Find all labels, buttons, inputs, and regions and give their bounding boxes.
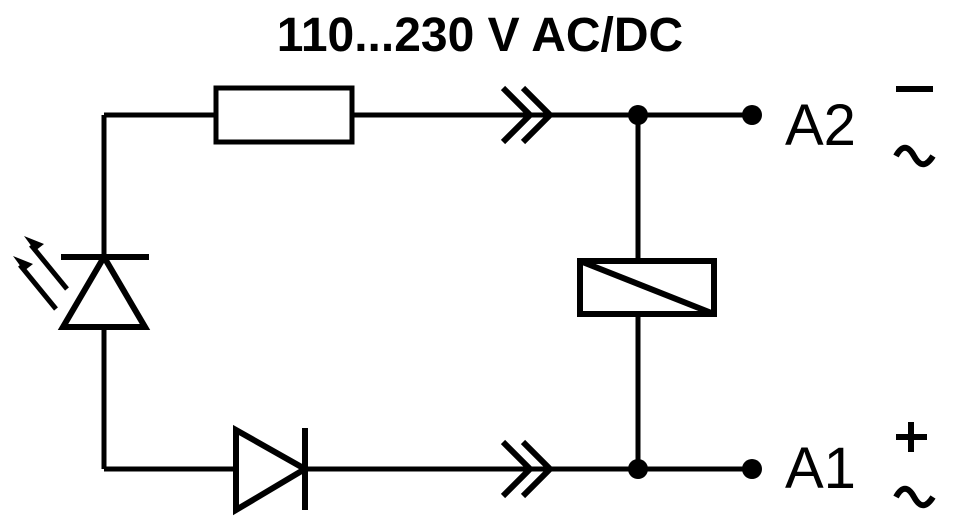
- led-triangle: [57, 251, 151, 330]
- a2-terminal-label: A2: [785, 93, 856, 158]
- bottom-connector-symbol: [500, 439, 555, 499]
- diode-triangle: [233, 424, 311, 516]
- diagram-title: 110...230 V AC/DC: [277, 9, 683, 62]
- resistor-symbol: [213, 85, 355, 145]
- relay-coil-symbol: [577, 258, 717, 317]
- light-ray-upper-arrowhead-icon: [24, 236, 44, 251]
- light-ray-lower-line: [18, 263, 58, 311]
- a1-terminal-label: A1: [785, 436, 856, 501]
- top-connector-left-chevron: [500, 85, 535, 145]
- top-ac-icon: [893, 144, 936, 168]
- bottom-junction-node: [628, 459, 648, 479]
- led-symbol: [13, 236, 151, 330]
- top-ac-symbol: [893, 144, 936, 168]
- top-connector-right-chevron: [520, 85, 555, 145]
- light-ray-lower-arrowhead-icon: [13, 256, 33, 271]
- bottom-connector-left-chevron: [500, 439, 535, 499]
- bottom-ac-symbol: [893, 485, 936, 509]
- bottom-ac-icon: [893, 485, 936, 509]
- a2-terminal-node: [742, 105, 762, 125]
- a1-terminal-node: [742, 459, 762, 479]
- relay-coil-diagonal: [578, 258, 716, 317]
- positive-symbol: [896, 422, 927, 452]
- top-junction-node: [628, 105, 648, 125]
- relay-coil-box: [577, 258, 717, 317]
- light-ray-upper-line: [29, 243, 69, 291]
- bottom-connector-right-chevron: [520, 439, 555, 499]
- diode-symbol: [233, 424, 311, 516]
- top-connector-symbol: [500, 85, 555, 145]
